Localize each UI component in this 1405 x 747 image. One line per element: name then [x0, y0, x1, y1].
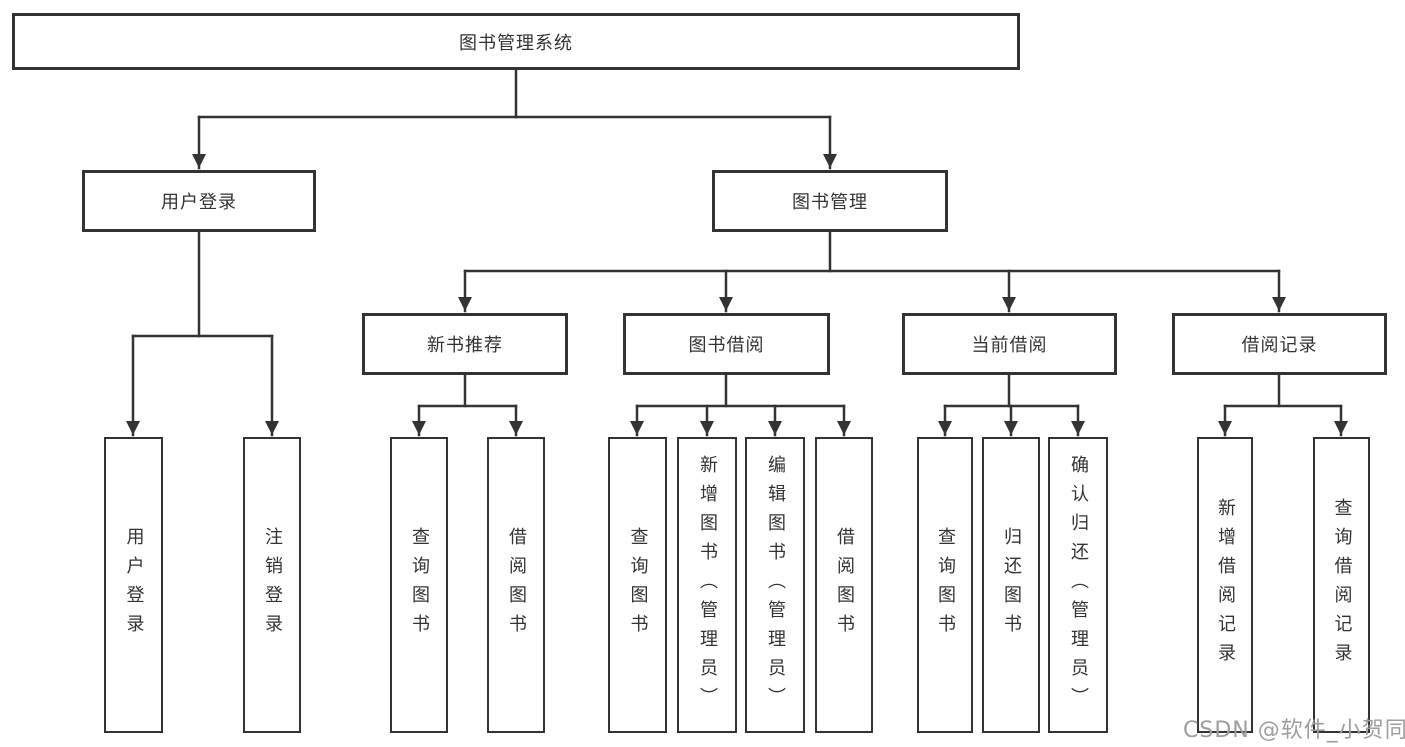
- node-book-borrowing: 图书借阅: [623, 313, 830, 375]
- leaf-query-books: 查询图书: [608, 437, 667, 733]
- leaf-user-login: 用户登录: [104, 437, 163, 733]
- leaf-confirm-return-admin: 确认归还（管理员）: [1048, 437, 1108, 733]
- node-label: 借阅图书: [506, 527, 527, 643]
- leaf-return-books: 归还图书: [982, 437, 1040, 733]
- node-label: 新增图书（管理员）: [697, 454, 718, 716]
- node-label: 图书借阅: [688, 335, 765, 356]
- leaf-edit-books-admin: 编辑图书（管理员）: [745, 437, 805, 733]
- node-label: 用户登录: [161, 192, 237, 213]
- csdn-watermark: CSDN @软件_小贺同学: [1183, 718, 1405, 743]
- node-book-management: 图书管理: [712, 170, 948, 232]
- node-label: 图书管理系统: [459, 32, 573, 54]
- node-label: 借阅记录: [1241, 335, 1318, 356]
- node-label: 编辑图书（管理员）: [765, 454, 786, 716]
- node-borrowing-records: 借阅记录: [1172, 313, 1387, 375]
- node-label: 借阅图书: [834, 527, 855, 643]
- leaf-borrow-books: 借阅图书: [815, 437, 873, 733]
- node-label: 图书管理: [792, 192, 868, 213]
- node-label: 新增借阅记录: [1215, 498, 1236, 672]
- leaf-add-borrow-record: 新增借阅记录: [1197, 437, 1253, 733]
- leaf-query-borrow-record: 查询借阅记录: [1313, 437, 1370, 733]
- node-label: 查询借阅记录: [1331, 498, 1353, 672]
- leaf-logout: 注销登录: [243, 437, 301, 733]
- node-library-management-system: 图书管理系统: [12, 13, 1020, 70]
- node-label: 注销登录: [262, 527, 283, 643]
- node-label: 查询图书: [409, 527, 430, 643]
- node-label: 归还图书: [1001, 527, 1022, 643]
- leaf-borrow-books: 借阅图书: [487, 437, 545, 733]
- node-new-book-recommend: 新书推荐: [362, 313, 568, 375]
- node-user-login: 用户登录: [82, 170, 316, 232]
- node-label: 确认归还（管理员）: [1068, 454, 1089, 716]
- node-label: 查询图书: [627, 527, 649, 643]
- node-label: 当前借阅: [971, 335, 1048, 356]
- leaf-query-books: 查询图书: [917, 437, 973, 733]
- node-label: 查询图书: [935, 527, 956, 643]
- node-current-borrowing: 当前借阅: [902, 313, 1117, 375]
- node-label: 新书推荐: [427, 335, 503, 356]
- leaf-query-books: 查询图书: [390, 437, 448, 733]
- leaf-add-books-admin: 新增图书（管理员）: [677, 437, 737, 733]
- node-label: 用户登录: [123, 527, 145, 643]
